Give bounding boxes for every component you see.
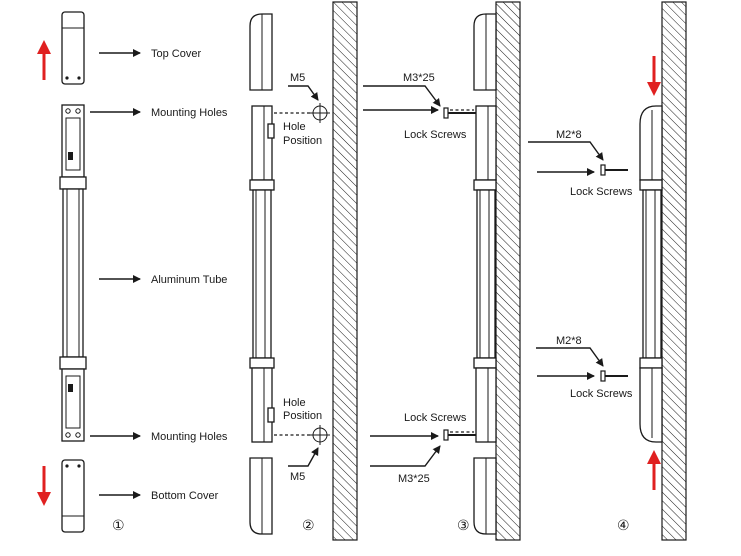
screw-icon bbox=[443, 429, 476, 441]
label-lock-screws-4-top: Lock Screws bbox=[570, 186, 633, 198]
label-mounting-holes-bottom: Mounting Holes bbox=[151, 431, 228, 443]
step-number-3: ③ bbox=[457, 518, 470, 534]
screw-icon bbox=[600, 370, 628, 382]
leader-arrow-icon bbox=[288, 85, 319, 101]
label-hole-top-2: Position bbox=[283, 135, 322, 147]
leader-arrow-icon bbox=[370, 445, 441, 467]
wall-step2 bbox=[332, 1, 358, 541]
label-m5-bottom: M5 bbox=[290, 471, 305, 483]
wall-step3 bbox=[495, 1, 521, 541]
label-bottom-cover: Bottom Cover bbox=[151, 490, 219, 502]
label-lock-screws-4-bottom: Lock Screws bbox=[570, 388, 633, 400]
label-lock-screws-3-bottom: Lock Screws bbox=[404, 412, 467, 424]
label-lock-screws-3-top: Lock Screws bbox=[404, 129, 467, 141]
label-m3-bottom: M3*25 bbox=[398, 473, 430, 485]
label-top-cover: Top Cover bbox=[151, 48, 201, 60]
label-m2-top: M2*8 bbox=[556, 129, 582, 141]
leader-arrow-icon bbox=[363, 85, 441, 107]
screw-icon bbox=[443, 107, 476, 119]
step-number-4: ④ bbox=[617, 518, 630, 534]
red-arrow-up-icon bbox=[647, 450, 661, 490]
red-arrow-up-icon bbox=[37, 40, 51, 80]
leader-arrow-icon bbox=[528, 141, 604, 161]
label-mounting-holes-top: Mounting Holes bbox=[151, 107, 228, 119]
label-m5-top: M5 bbox=[290, 72, 305, 84]
label-m2-bottom: M2*8 bbox=[556, 335, 582, 347]
step1-device bbox=[59, 11, 87, 533]
leader-arrow-icon bbox=[288, 447, 319, 467]
step-number-2: ② bbox=[302, 518, 315, 534]
step2-device bbox=[249, 13, 275, 535]
label-hole-bottom-2: Position bbox=[283, 410, 322, 422]
screw-icon bbox=[600, 164, 628, 176]
red-arrow-down-icon bbox=[37, 466, 51, 506]
label-aluminum-tube: Aluminum Tube bbox=[151, 274, 227, 286]
step3-device bbox=[473, 13, 497, 535]
step4-device bbox=[639, 105, 663, 443]
red-arrow-down-icon bbox=[647, 56, 661, 96]
label-hole-top-1: Hole bbox=[283, 121, 306, 133]
label-hole-bottom-1: Hole bbox=[283, 397, 306, 409]
leader-arrow-icon bbox=[536, 347, 604, 367]
step-number-1: ① bbox=[112, 518, 125, 534]
label-m3-top: M3*25 bbox=[403, 72, 435, 84]
wall-step4 bbox=[661, 1, 687, 541]
